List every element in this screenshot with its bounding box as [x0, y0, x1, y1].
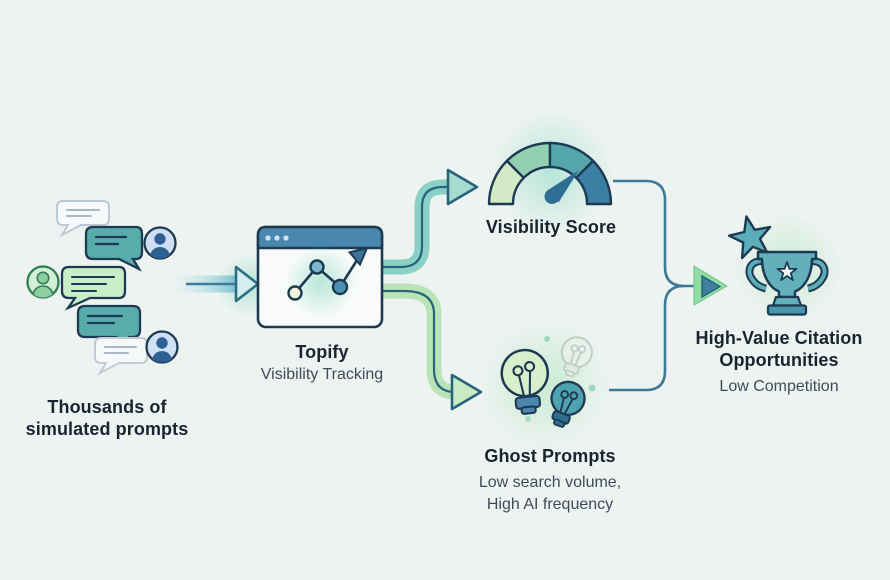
prompts-label: Thousands of simulated prompts: [26, 396, 189, 440]
trophy-group-icon: [727, 215, 829, 316]
merge-connector: [609, 179, 728, 392]
chat-bubbles-icon: [56, 200, 148, 376]
trophy-star-cutout: [776, 261, 798, 282]
prompts-label-line1: Thousands of: [47, 397, 167, 417]
topify-subtitle: Visibility Tracking: [260, 366, 384, 383]
gauge-needle-icon: [544, 170, 579, 204]
chat-bubble-teal-1: [84, 225, 144, 272]
browser-window-icon: [256, 225, 384, 329]
user-avatar-blue-1-icon: [143, 226, 177, 260]
branch-arrow-upper: [378, 168, 479, 275]
user-avatar-green-icon: [26, 265, 60, 299]
opportunity-title-line1: High-Value Citation: [695, 328, 863, 348]
ghost-prompts-subtitle-line2: High AI frequency: [486, 496, 614, 513]
teal-lightbulb-icon: [550, 380, 586, 428]
ghost-prompts-subtitle: Low search volume, High AI frequency: [479, 472, 621, 516]
branch-arrowhead-lower-icon: [450, 373, 483, 411]
line-chart-icon: [287, 246, 369, 301]
opportunity-title-line2: Opportunities: [719, 350, 839, 370]
branch-arrow-lower: [378, 283, 483, 411]
opportunity-title: High-Value Citation Opportunities: [696, 327, 863, 371]
green-lightbulb-icon: [500, 348, 549, 415]
chat-bubble-green: [60, 265, 127, 311]
trophy-icon: [745, 250, 829, 316]
merge-arrowhead-inner-icon: [701, 274, 722, 299]
user-avatar-blue-2-icon: [145, 330, 179, 364]
chat-bubble-white-2: [94, 337, 148, 376]
star-icon: [727, 215, 772, 260]
branch-arrowhead-upper-icon: [446, 168, 479, 206]
ghost-prompts-subtitle-line1: Low search volume,: [478, 474, 622, 491]
sparkle-dots-icon: [525, 336, 596, 422]
prompts-label-line2: simulated prompts: [25, 419, 189, 439]
topify-title: Topify: [295, 342, 349, 362]
gauge-icon: [487, 141, 613, 206]
browser-dots-icon: [265, 235, 289, 241]
browser-header-bar: [256, 225, 384, 250]
lightbulbs-icon: [500, 336, 596, 428]
flow-arrow-icon: [176, 265, 260, 303]
opportunity-subtitle: Low Competition: [719, 378, 839, 395]
visibility-score-title: Visibility Score: [485, 217, 617, 237]
ghost-lightbulb-icon: [560, 336, 593, 378]
ghost-prompts-title: Ghost Prompts: [484, 446, 616, 466]
